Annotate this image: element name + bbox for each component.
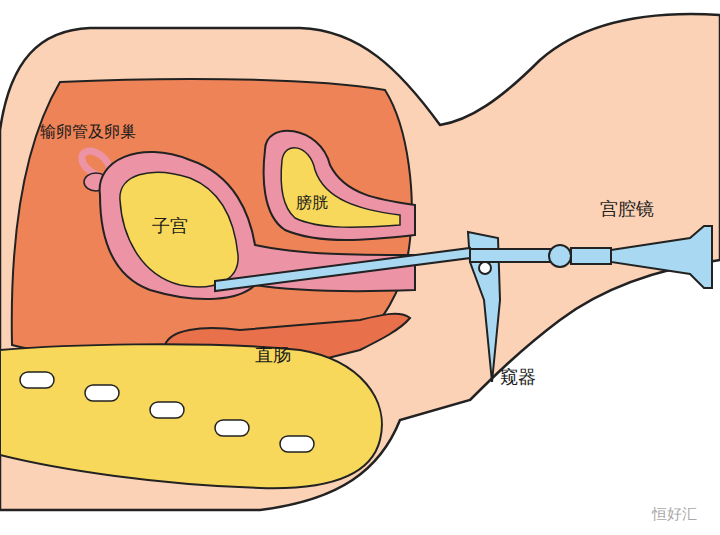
watermark: 恒好汇 — [652, 505, 697, 523]
speculum-screw — [479, 262, 491, 274]
organ-label: 输卵管及卵巢 — [40, 122, 136, 141]
vertebra — [85, 385, 119, 401]
vertebra — [280, 436, 314, 452]
abdominal-cavity — [12, 79, 412, 360]
vertebra — [20, 372, 54, 388]
vertebra — [215, 420, 249, 436]
vertebra — [150, 402, 184, 418]
hysteroscope-body — [470, 249, 555, 262]
instrument-label: 宫腔镜 — [600, 198, 654, 220]
hysteroscope-eyepiece — [611, 226, 712, 288]
organ-label: 子宫 — [152, 215, 188, 237]
hysteroscope-knob — [549, 245, 571, 267]
uterus-cavity — [120, 172, 238, 287]
bladder-wall — [264, 131, 415, 240]
organ-label: 直肠 — [255, 344, 291, 366]
instrument-label: 窥器 — [500, 366, 536, 388]
hysteroscope-neck — [571, 248, 611, 264]
bladder-inner — [281, 148, 400, 228]
organ-label: 膀胱 — [296, 193, 328, 212]
body-outline — [0, 14, 720, 510]
sacrum — [0, 344, 382, 488]
hysteroscope-rod — [215, 248, 470, 291]
